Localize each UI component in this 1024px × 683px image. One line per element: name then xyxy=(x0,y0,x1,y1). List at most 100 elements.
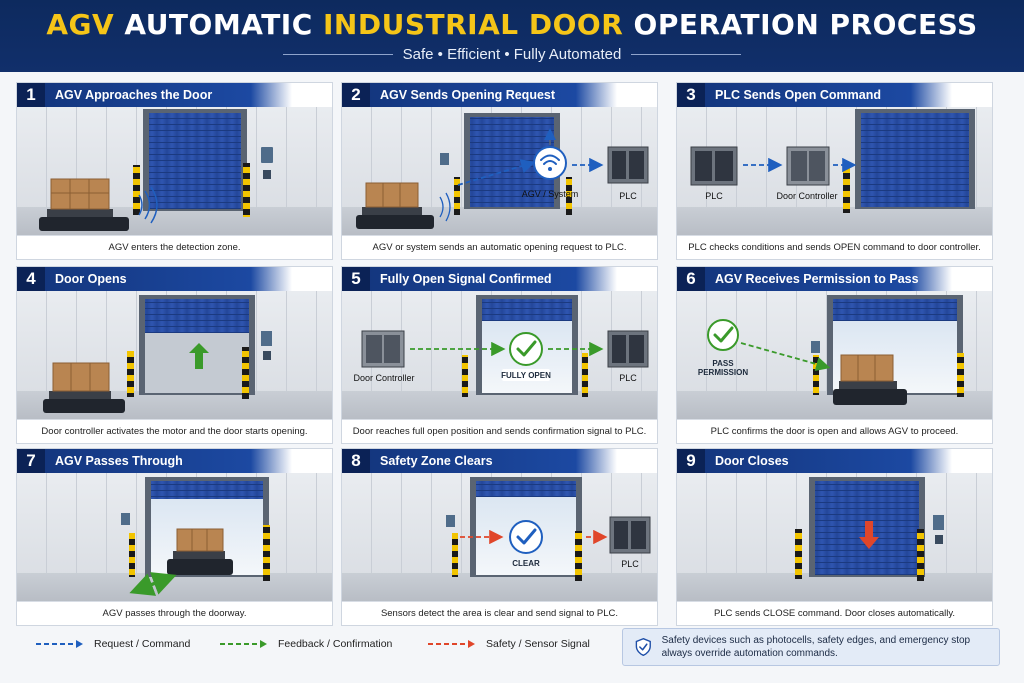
step-7-title: AGV Passes Through xyxy=(55,454,183,468)
step-1-number: 1 xyxy=(17,83,45,107)
step-8-header: 8 Safety Zone Clears xyxy=(342,449,617,473)
safety-note-text: Safety devices such as photocells, safet… xyxy=(661,635,971,659)
page-title: AGV AUTOMATIC INDUSTRIAL DOOR OPERATION … xyxy=(0,0,1024,42)
safety-note: Safety devices such as photocells, safet… xyxy=(622,628,1000,666)
raised-door xyxy=(482,299,572,321)
step-panel-6: PASS PERMISSION 6 AGV Receives Permissio… xyxy=(676,266,993,444)
door-down-arrow-icon xyxy=(859,521,879,549)
step-1-illustration xyxy=(17,107,332,237)
subtitle-divider-right xyxy=(631,54,742,55)
bollard-right xyxy=(243,163,250,217)
step-2-title: AGV Sends Opening Request xyxy=(380,88,556,102)
step-6-label-pass: PASS xyxy=(712,359,734,368)
detection-waves-icon xyxy=(138,186,158,224)
legend: Request / Command Feedback / Confirmatio… xyxy=(0,622,1024,683)
step-4-number: 4 xyxy=(17,267,45,291)
bollard-left xyxy=(127,351,134,397)
step-1-title: AGV Approaches the Door xyxy=(55,88,213,102)
control-box-icon xyxy=(440,153,449,165)
agv-with-pallet xyxy=(356,182,434,229)
step-2-header: 2 AGV Sends Opening Request xyxy=(342,83,617,107)
bollard-left xyxy=(129,533,135,577)
step-6-illustration: PASS PERMISSION xyxy=(677,291,992,421)
legend-safety: Safety / Sensor Signal xyxy=(428,638,590,650)
plc-cabinet-icon xyxy=(607,330,649,368)
step-9-title: Door Closes xyxy=(715,454,789,468)
step-2-illustration: AGV / System PLC xyxy=(342,107,657,237)
detection-waves-icon xyxy=(439,192,451,222)
step-3-number: 3 xyxy=(677,83,705,107)
step-2-label-plc: PLC xyxy=(619,191,637,201)
step-panel-8: CLEAR PLC 8 Safety Zone Clears Sensors d… xyxy=(341,448,658,626)
title-part-agv: AGV xyxy=(46,8,125,41)
step-panel-5: Door Controller FULLY OPEN PLC 5 Fully O… xyxy=(341,266,658,444)
step-5-label-plc: PLC xyxy=(619,373,637,383)
plc-cabinet-icon xyxy=(609,516,651,554)
step-5-header: 5 Fully Open Signal Confirmed xyxy=(342,267,617,291)
clear-check-icon xyxy=(509,520,543,554)
step-4-header: 4 Door Opens xyxy=(17,267,292,291)
agv-with-pallet xyxy=(167,528,233,575)
raised-door xyxy=(833,299,957,321)
bollard-left xyxy=(795,529,802,579)
door-controller-icon xyxy=(786,146,830,186)
step-8-number: 8 xyxy=(342,449,370,473)
pass-permission-check-icon xyxy=(707,319,739,351)
step-8-illustration: CLEAR PLC xyxy=(342,473,657,603)
closed-door xyxy=(149,113,241,209)
bollard-left xyxy=(843,165,850,213)
step-5-label-fully-open: FULLY OPEN xyxy=(501,371,551,380)
step-panel-9: 9 Door Closes PLC sends CLOSE command. D… xyxy=(676,448,993,626)
control-box-icon xyxy=(446,515,455,527)
step-1-header: 1 AGV Approaches the Door xyxy=(17,83,292,107)
permission-arrow-to-agv xyxy=(740,342,831,372)
step-9-number: 9 xyxy=(677,449,705,473)
step-8-label-plc: PLC xyxy=(621,559,639,569)
subtitle-divider-left xyxy=(282,54,393,55)
blue-dashed-arrow-icon xyxy=(36,640,83,648)
step-3-title: PLC Sends Open Command xyxy=(715,88,881,102)
step-7-caption: AGV passes through the doorway. xyxy=(17,601,332,625)
wifi-signal-icon xyxy=(533,146,567,180)
control-box-icon xyxy=(261,147,273,163)
step-panel-7: 7 AGV Passes Through AGV passes through … xyxy=(16,448,333,626)
step-5-number: 5 xyxy=(342,267,370,291)
bollard-left xyxy=(813,355,819,395)
raised-door xyxy=(476,481,576,497)
raised-door xyxy=(151,481,263,499)
step-9-header: 9 Door Closes xyxy=(677,449,952,473)
door-controller-icon xyxy=(361,330,405,368)
sensor-icon xyxy=(263,351,271,360)
step-panel-1: 1 AGV Approaches the Door AGV enters the… xyxy=(16,82,333,260)
step-6-number: 6 xyxy=(677,267,705,291)
step-panel-4: 4 Door Opens Door controller activates t… xyxy=(16,266,333,444)
bollard-left xyxy=(454,177,460,215)
legend-request-label: Request / Command xyxy=(94,638,191,650)
step-5-caption: Door reaches full open position and send… xyxy=(342,419,657,443)
request-arrow-to-system xyxy=(457,159,536,186)
bollard-right xyxy=(582,353,588,397)
control-box-icon xyxy=(121,513,130,525)
step-3-caption: PLC checks conditions and sends OPEN com… xyxy=(677,235,992,259)
step-panel-3: PLC Door Controller 3 PLC Sends Open Com… xyxy=(676,82,993,260)
step-7-header: 7 AGV Passes Through xyxy=(17,449,292,473)
step-5-label-controller: Door Controller xyxy=(353,373,414,383)
title-part-industrial-door: INDUSTRIAL DOOR xyxy=(323,8,634,41)
page-subtitle: Safe • Efficient • Fully Automated xyxy=(402,46,622,63)
fully-open-check-icon xyxy=(509,332,543,366)
bollard-right xyxy=(263,525,270,581)
step-5-title: Fully Open Signal Confirmed xyxy=(380,272,552,286)
step-8-label-clear: CLEAR xyxy=(512,559,540,568)
closed-door xyxy=(861,113,969,207)
shield-check-icon xyxy=(635,637,651,657)
bollard-left xyxy=(133,165,140,215)
travel-arrow-back-icon xyxy=(129,573,168,596)
step-8-caption: Sensors detect the area is clear and sen… xyxy=(342,601,657,625)
bollard-right xyxy=(566,177,572,215)
step-4-caption: Door controller activates the motor and … xyxy=(17,419,332,443)
title-part-automatic: AUTOMATIC xyxy=(124,8,324,41)
subtitle-row: Safe • Efficient • Fully Automated xyxy=(0,46,1024,63)
step-9-caption: PLC sends CLOSE command. Door closes aut… xyxy=(677,601,992,625)
step-2-label-agv: AGV / System xyxy=(522,189,579,199)
header-banner: AGV AUTOMATIC INDUSTRIAL DOOR OPERATION … xyxy=(0,0,1024,72)
